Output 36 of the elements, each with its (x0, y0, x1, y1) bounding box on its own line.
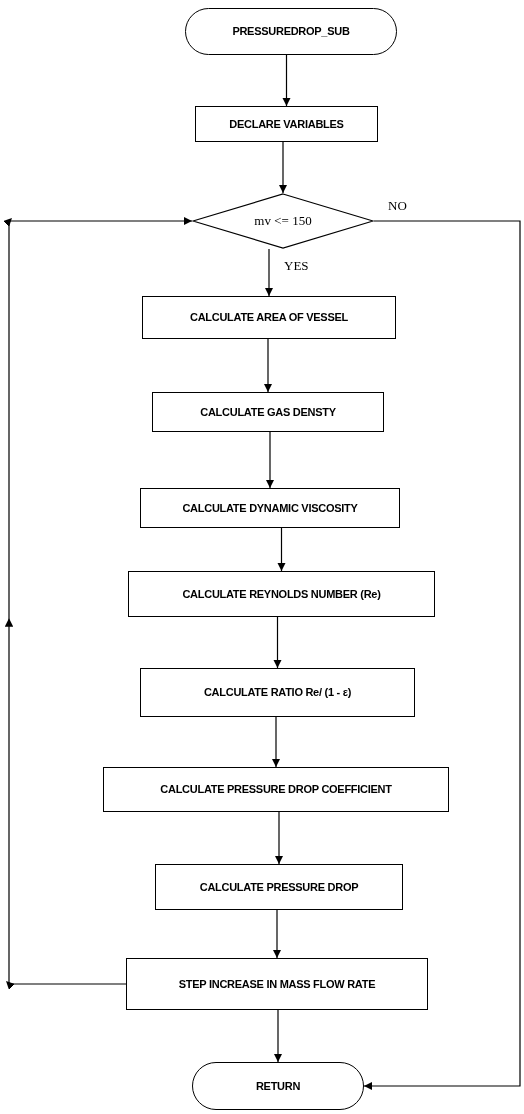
process-box (142, 296, 396, 339)
process-box (152, 392, 384, 432)
terminal-box (192, 1062, 364, 1110)
step-text: DECLARE VARIABLES (229, 116, 344, 132)
process-box (128, 571, 435, 617)
step-text: CALCULATE PRESSURE DROP COEFFICIENT (160, 782, 392, 798)
arrow (282, 54, 291, 107)
arrow (277, 527, 286, 572)
step-text: CALCULATE AREA OF VESSEL (190, 310, 348, 326)
step-text: CALCULATE GAS DENSTY (200, 404, 336, 420)
arrow (274, 811, 284, 865)
step-text: RETURN (255, 1078, 301, 1094)
arrow (273, 616, 282, 669)
arrow (278, 141, 288, 194)
step-text: PRESSUREDROP_SUB (232, 24, 350, 40)
arrow (4, 217, 193, 989)
process-box (140, 668, 415, 717)
condition-text: mv <= 150 (254, 212, 312, 231)
step-text: CALCULATE DYNAMIC VISCOSITY (182, 500, 358, 516)
arrow (272, 909, 282, 959)
arrow (265, 431, 275, 489)
step-text: CALCULATE RATIO Re/ (1 - ε) (203, 685, 352, 701)
process-box (195, 106, 378, 142)
arrow (271, 716, 281, 768)
process-box (155, 864, 403, 910)
arrow (273, 1009, 283, 1063)
process-box (126, 958, 428, 1010)
process-box (103, 767, 449, 812)
step-text: STEP INCREASE IN MASS FLOW RATE (178, 976, 376, 992)
arrow (264, 248, 274, 297)
arrow (263, 338, 273, 393)
arrow (363, 220, 521, 1091)
terminal-box (185, 8, 397, 55)
step-text: CALCULATE REYNOLDS NUMBER (Re) (182, 586, 381, 602)
step-text: CALCULATE PRESSURE DROP (199, 879, 359, 895)
process-box (140, 488, 400, 528)
